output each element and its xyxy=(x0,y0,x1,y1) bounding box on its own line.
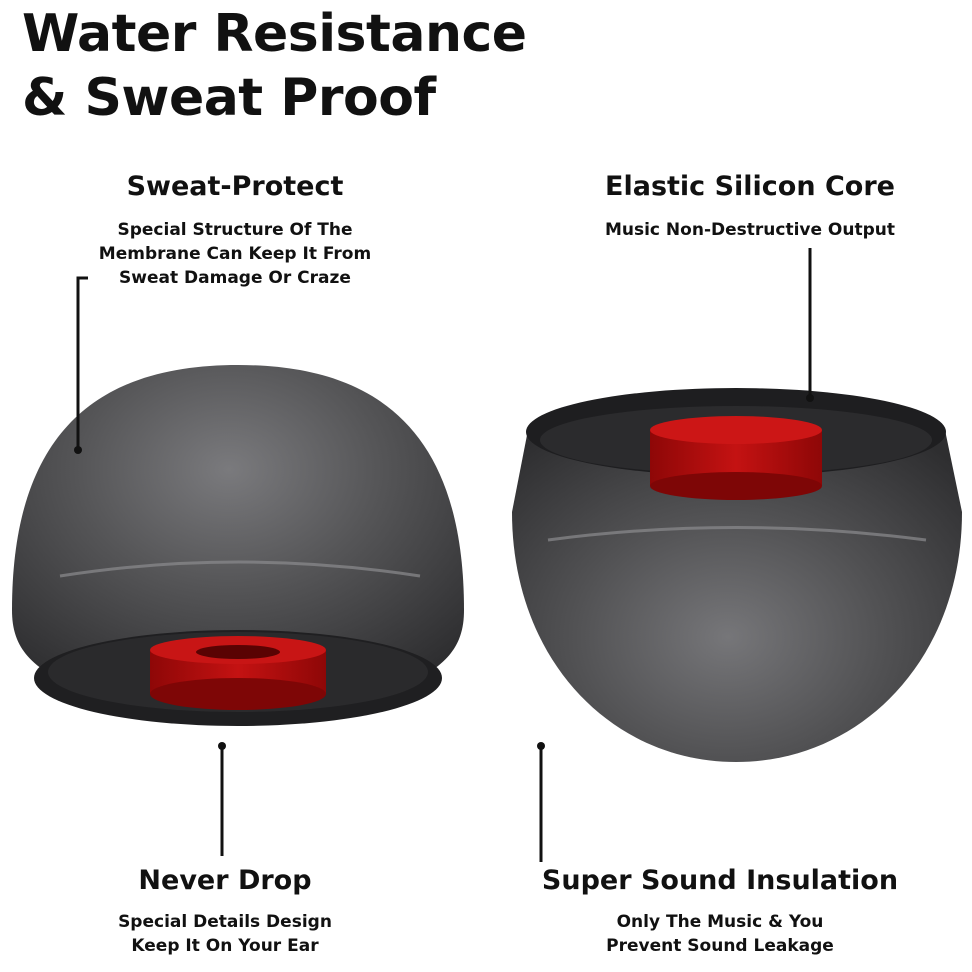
sound-insulation-title: Super Sound Insulation xyxy=(541,865,899,896)
ear-tip-dome xyxy=(12,365,464,714)
ear-tip-bowl-rim-line xyxy=(547,526,927,542)
never-drop-title: Never Drop xyxy=(138,865,312,896)
elastic-core-description: Music Non-Destructive Output xyxy=(604,220,896,240)
leader-dot-elastic-core xyxy=(806,394,814,402)
leader-line-sweat-protect xyxy=(76,276,88,448)
sweat-protect-title: Sweat-Protect xyxy=(126,171,344,202)
ear-tip-back-view xyxy=(512,388,962,762)
ear-tip-bowl xyxy=(512,405,962,762)
leader-dot-sound-insulation xyxy=(537,742,545,750)
red-core-top xyxy=(650,416,822,500)
sound-insulation-description: Only The Music & You Prevent Sound Leaka… xyxy=(606,912,834,956)
sweat-protect-description: Special Structure Of The Membrane Can Ke… xyxy=(98,220,372,288)
leader-dot-never-drop xyxy=(218,742,226,750)
ear-tip-front-view xyxy=(12,365,464,726)
headline-line-2: & Sweat Proof xyxy=(22,68,436,128)
elastic-core-title: Elastic Silicon Core xyxy=(605,171,895,202)
red-core-bottom xyxy=(150,636,326,710)
ear-tip-rim-line xyxy=(59,560,421,578)
never-drop-description: Special Details Design Keep It On Your E… xyxy=(118,912,332,956)
headline-line-1: Water Resistance xyxy=(22,4,527,64)
leader-dot-sweat-protect xyxy=(74,446,82,454)
headline: Water Resistance & Sweat Proof xyxy=(22,2,527,130)
